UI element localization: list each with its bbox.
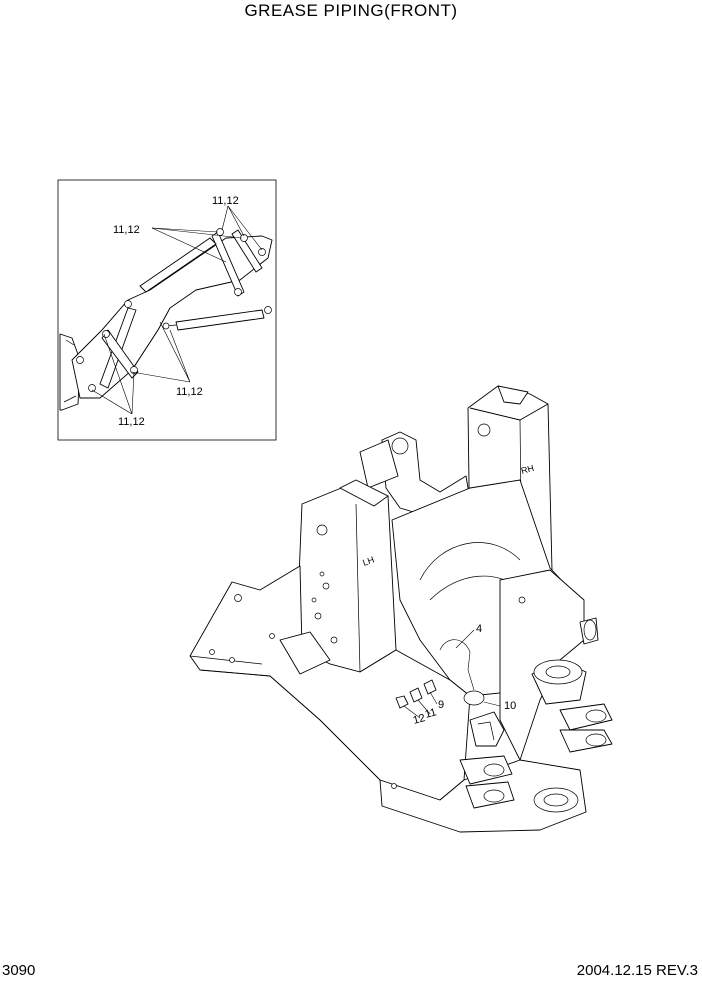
callout-12: 12: [412, 712, 427, 727]
front-frame: LH RH 4 9 10 11 12: [189, 385, 613, 833]
inset-cylinder-lower: [175, 309, 265, 331]
inset-grease-pins: [76, 228, 272, 392]
grease-hose: [439, 639, 475, 691]
callout-11: 11: [424, 706, 438, 721]
main-leaders: [403, 629, 501, 719]
callout-10: 10: [504, 700, 516, 712]
inset-callout-3: 11,12: [176, 386, 203, 398]
inset-link-top: [231, 229, 263, 273]
lh-label: LH: [361, 555, 375, 568]
inset-detail: 11,12 11,12 11,12 11,12: [57, 179, 277, 441]
hose-clamp: [463, 690, 485, 706]
inset-callout-2: 11,12: [212, 195, 239, 207]
grease-fittings: [395, 679, 437, 709]
inset-callout-4: 11,12: [118, 416, 145, 428]
callout-9: 9: [438, 699, 444, 711]
clamp-bracket: [469, 711, 505, 747]
date-revision: 2004.12.15 REV.3: [576, 962, 698, 979]
page-number: 3090: [2, 962, 36, 979]
inset-callout-1: 11,12: [113, 224, 140, 236]
rh-label: RH: [520, 463, 535, 476]
inset-leaders: [91, 205, 263, 415]
callout-4: 4: [476, 623, 482, 635]
inset-frame-stub: [59, 333, 81, 411]
page-title: GREASE PIPING(FRONT): [244, 1, 458, 20]
inset-cylinder-upper: [139, 237, 217, 293]
